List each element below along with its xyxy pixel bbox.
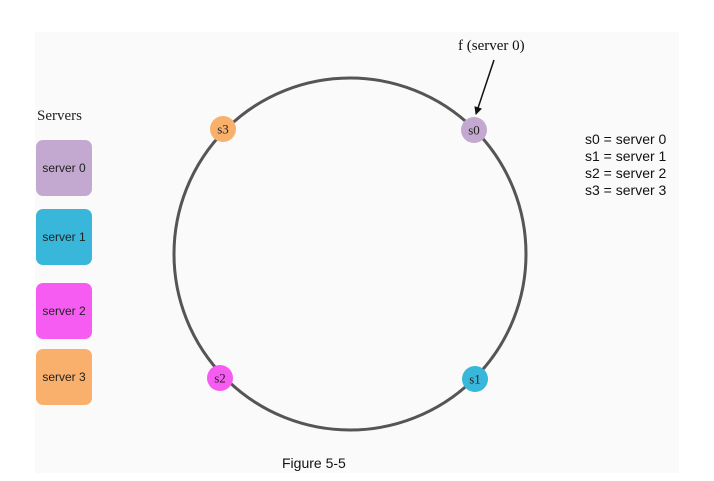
servers-title: Servers	[37, 108, 82, 124]
server-box-2: server 2	[36, 283, 92, 339]
hash-annotation: f (server 0)	[458, 38, 525, 54]
figure-panel	[35, 32, 679, 473]
legend-item-s2: s2 = server 2	[585, 165, 667, 181]
node-s3-circle	[210, 116, 236, 142]
node-s3-label: s3	[217, 122, 229, 137]
ring-node-s1: s1	[462, 366, 488, 392]
ring-node-s0: s0	[461, 117, 487, 143]
legend: s0 = server 0 s1 = server 1 s2 = server …	[585, 131, 666, 199]
annotation-arrow	[474, 59, 495, 115]
node-s1-label: s1	[469, 372, 481, 387]
node-s2-label: s2	[214, 371, 226, 386]
node-s2-circle	[207, 365, 233, 391]
hash-ring	[172, 76, 528, 432]
figure-caption: Figure 5-5	[282, 455, 346, 471]
node-s1-circle	[462, 366, 488, 392]
node-s0-circle	[461, 117, 487, 143]
server-box-0: server 0	[36, 140, 92, 196]
server-box-3: server 3	[36, 349, 92, 405]
legend-item-s0: s0 = server 0	[585, 131, 667, 147]
ring-node-s3: s3	[210, 116, 236, 142]
legend-item-s3: s3 = server 3	[585, 182, 667, 198]
ring-node-s2: s2	[207, 365, 233, 391]
legend-item-s1: s1 = server 1	[585, 148, 667, 164]
node-s0-label: s0	[468, 123, 480, 138]
server-box-1: server 1	[36, 209, 92, 265]
